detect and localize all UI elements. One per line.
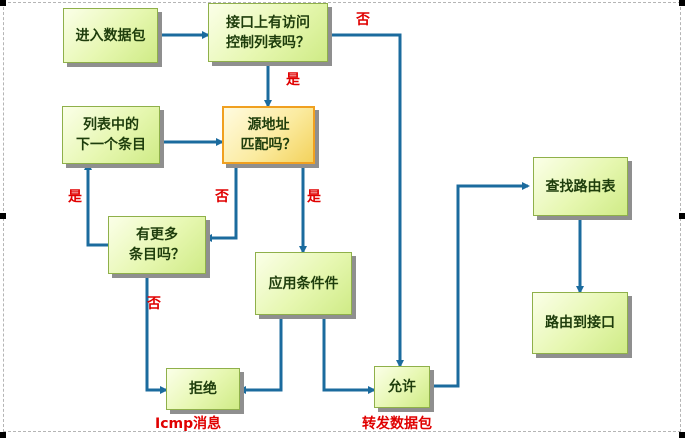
arrow-acl-no-to-permit <box>328 33 404 368</box>
arrow-apply-to-permit <box>322 315 376 394</box>
arrow-permit-to-lookup <box>430 182 530 388</box>
next-entry-node: 列表中的 下一个条目 <box>62 106 160 164</box>
enter-packet-node: 进入数据包 <box>63 8 158 63</box>
has-acl-node: 接口上有访问 控制列表吗？ <box>208 3 328 62</box>
arrow-more-no-to-deny <box>145 274 168 394</box>
resize-handle-bottom-left[interactable] <box>0 432 6 438</box>
deny-node: 拒绝 <box>166 368 240 410</box>
resize-handle-middle-left[interactable] <box>0 213 6 219</box>
more-entries-node: 有更多 条目吗？ <box>108 216 206 274</box>
more-yes-label: 是 <box>68 189 82 205</box>
acl-no-label: 否 <box>356 12 370 28</box>
forward-packet-label: 转发数据包 <box>362 416 432 432</box>
icmp-message-label: Icmp消息 <box>155 416 222 432</box>
source-match-node: 源地址 匹配吗？ <box>222 106 315 164</box>
arrow-apply-to-deny <box>238 315 283 394</box>
arrow-more-yes-to-next <box>84 162 108 247</box>
match-yes-label: 是 <box>307 189 321 205</box>
resize-handle-top-left[interactable] <box>0 0 6 6</box>
resize-handle-top-right[interactable] <box>679 0 685 6</box>
apply-condition-node: 应用条件件 <box>255 252 352 315</box>
resize-handle-bottom-right[interactable] <box>679 432 685 438</box>
permit-node: 允许 <box>374 366 430 408</box>
match-no-label: 否 <box>215 189 229 205</box>
arrow-match-no-to-more <box>204 164 238 242</box>
more-no-label: 否 <box>147 296 161 312</box>
route-to-interface-node: 路由到接口 <box>532 292 628 354</box>
resize-handle-middle-right[interactable] <box>679 213 685 219</box>
acl-yes-label: 是 <box>286 72 300 88</box>
lookup-route-node: 查找路由表 <box>533 157 628 216</box>
